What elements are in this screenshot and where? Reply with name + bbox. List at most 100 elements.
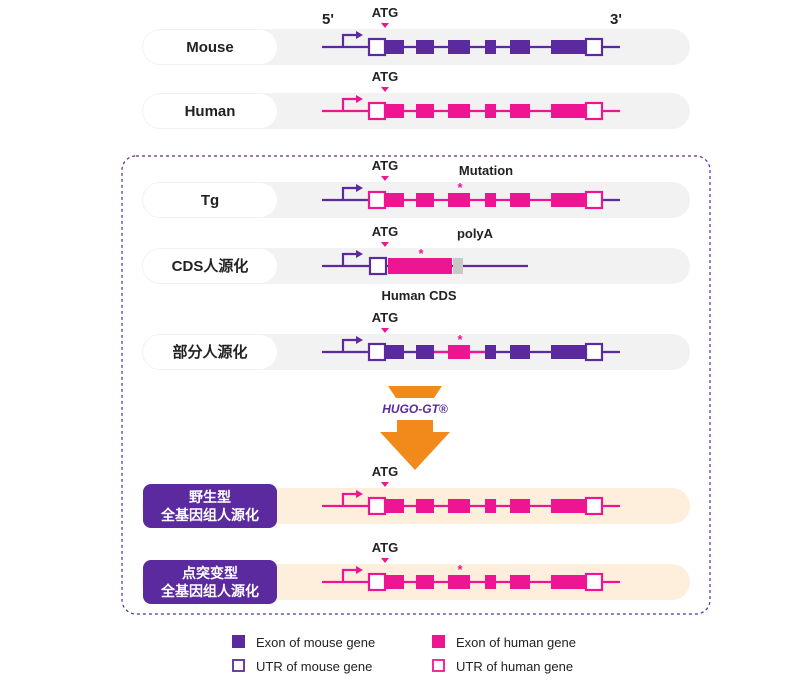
promoter-arrow-head (356, 336, 363, 344)
atg-label: ATG (372, 158, 398, 173)
gene-row-human: Human ATG (142, 69, 690, 129)
legend-label: Exon of mouse gene (256, 635, 375, 650)
utr-5-box (367, 496, 387, 516)
utr-mouse-5 (368, 256, 388, 276)
gene-rows: MouseATGHumanATGTgATG*MutationCDS人源化ATG*… (142, 5, 690, 604)
exon-block (384, 575, 404, 589)
legend-label: UTR of mouse gene (256, 659, 372, 674)
row-label-box (143, 94, 277, 128)
exon-block (485, 40, 496, 54)
hugo-gt-label: HUGO-GT® (382, 402, 448, 416)
human-cds-block (388, 258, 452, 274)
row-label-box (143, 335, 277, 369)
exon-block (448, 575, 470, 589)
utr-3-box (584, 190, 604, 210)
atg-marker (381, 23, 389, 28)
utr-3-box (584, 572, 604, 592)
utr-3-box (584, 101, 604, 121)
exon-block (551, 575, 586, 589)
exon-block (510, 40, 530, 54)
exon-block (551, 193, 586, 207)
promoter-arrow-head (356, 566, 363, 574)
exon-block (485, 104, 496, 118)
arrow-bar (388, 386, 442, 398)
legend-label: Exon of human gene (456, 635, 576, 650)
row-label: Tg (201, 192, 219, 209)
promoter-arrow-stem (341, 568, 358, 582)
exon-block (551, 104, 586, 118)
legend-item-exon-human: Exon of human gene (432, 635, 576, 650)
legend-swatch (232, 659, 245, 672)
atg-marker (381, 328, 389, 333)
row-label-line: 全基因组人源化 (160, 583, 259, 599)
atg-label: ATG (372, 540, 398, 555)
exon-block (485, 345, 496, 359)
exon-block (416, 40, 434, 54)
atg-label: ATG (372, 310, 398, 325)
utr-5-box (367, 101, 387, 121)
exon-block (485, 193, 496, 207)
exon-block (448, 104, 470, 118)
promoter-arrow-stem (341, 338, 358, 352)
promoter-arrow-stem (341, 186, 358, 200)
five-prime-label: 5' (322, 11, 334, 28)
mutation-label: Mutation (459, 163, 513, 178)
exon-block (448, 40, 470, 54)
hugo-gt-arrow: HUGO-GT® (380, 386, 450, 470)
exon-block (416, 193, 434, 207)
utr-5-box (367, 572, 387, 592)
atg-label: ATG (372, 5, 398, 20)
atg-label: ATG (372, 224, 398, 239)
exon-block (448, 193, 470, 207)
row-label-line: 点突变型 (182, 565, 238, 581)
row-label-box (143, 249, 277, 283)
promoter-arrow-head (356, 184, 363, 192)
exon-block (510, 193, 530, 207)
row-label-line: 全基因组人源化 (160, 507, 259, 523)
atg-label: ATG (372, 464, 398, 479)
utr-3-box (584, 342, 604, 362)
utr-3-box (584, 496, 604, 516)
atg-label: ATG (372, 69, 398, 84)
exon-block (384, 193, 404, 207)
exon-block (416, 499, 434, 513)
polya-block (453, 258, 463, 274)
exon-block (510, 575, 530, 589)
promoter-arrow-head (356, 95, 363, 103)
promoter-arrow-head (356, 490, 363, 498)
legend-item-utr-mouse: UTR of mouse gene (232, 659, 372, 674)
exon-block (551, 499, 586, 513)
exon-block (384, 40, 404, 54)
exon-block (448, 345, 470, 359)
exon-block (551, 345, 586, 359)
atg-marker (381, 176, 389, 181)
arrow-head (380, 420, 450, 470)
promoter-arrow-stem (341, 97, 358, 111)
mutation-marker: * (457, 180, 463, 195)
exon-block (510, 104, 530, 118)
promoter-arrow-stem (341, 33, 358, 47)
promoter-arrow-head (356, 31, 363, 39)
utr-3-box (584, 37, 604, 57)
row-label: Human (185, 103, 236, 120)
legend-label: UTR of human gene (456, 659, 573, 674)
exon-block (416, 345, 434, 359)
exon-block (384, 104, 404, 118)
legend-swatch (232, 635, 245, 648)
exon-block (510, 499, 530, 513)
atg-marker (381, 482, 389, 487)
exon-block (485, 499, 496, 513)
human-cds-label: Human CDS (381, 288, 456, 303)
exon-block (485, 575, 496, 589)
row-label-box (143, 183, 277, 217)
three-prime-label: 3' (610, 11, 622, 28)
exon-block (416, 575, 434, 589)
gene-row-tg: Tg ATG * Mutation (142, 158, 690, 218)
exon-block (416, 104, 434, 118)
mutation-marker: * (418, 246, 424, 261)
